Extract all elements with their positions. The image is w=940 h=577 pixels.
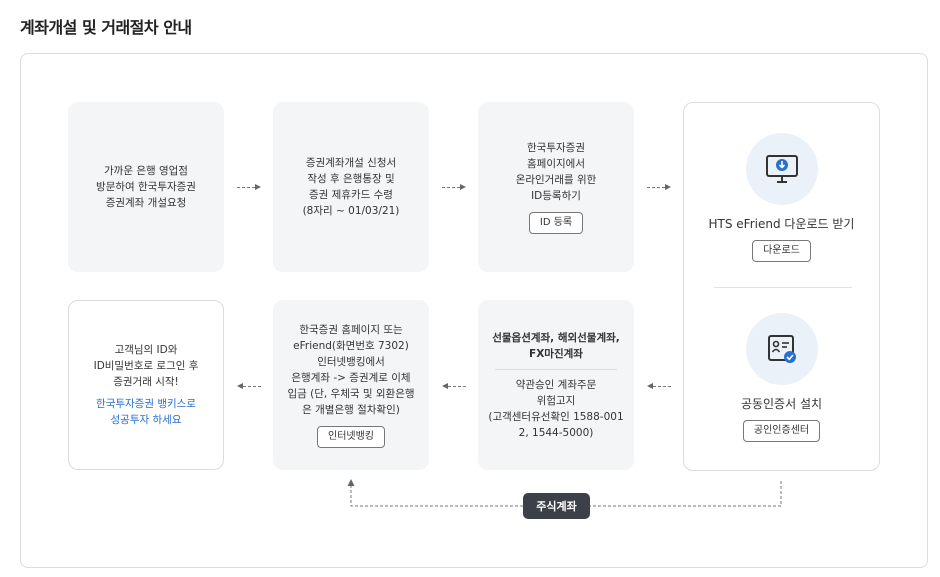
- step7-line: ID비밀번호로 로그인 후: [93, 360, 199, 372]
- step-card-transfer: 한국증권 홈페이지 또는 eFriend(화면번호 7302) 인터넷뱅킹에서 …: [273, 300, 429, 470]
- step6-line: 한국증권 홈페이지 또는: [299, 324, 403, 336]
- step5-title-line: FX마진계좌: [529, 347, 583, 360]
- step6-line: eFriend(화면번호 7302): [293, 340, 409, 352]
- id-register-button[interactable]: ID 등록: [528, 212, 584, 234]
- step2-line: 작성 후 은행통장 및: [307, 173, 395, 185]
- step7-highlight-line: 성공투자 하세요: [110, 414, 182, 426]
- monitor-download-icon: [745, 133, 818, 205]
- step2-line: 증권 제휴카드 수령: [309, 189, 393, 201]
- step2-line: (8자리 ~ 01/03/21): [302, 205, 400, 217]
- cert-center-button[interactable]: 공인인증센터: [742, 420, 821, 442]
- step-card-branch-visit: 가까운 은행 영업점 방문하여 한국투자증권 증권계좌 개설요청: [68, 102, 224, 272]
- arrow-left-icon: [237, 381, 261, 391]
- step7-line: 증권거래 시작!: [113, 376, 179, 388]
- step-card-start-trading: 고객님의 ID와 ID비밀번호로 로그인 후 증권거래 시작! 한국투자증권 뱅…: [68, 300, 224, 470]
- hts-download-title: HTS eFriend 다운로드 받기: [708, 217, 855, 231]
- step-card-application: 증권계좌개설 신청서 작성 후 은행통장 및 증권 제휴카드 수령 (8자리 ~…: [273, 102, 429, 272]
- step2-line: 증권계좌개설 신청서: [305, 157, 397, 169]
- arrow-left-icon: [647, 381, 671, 391]
- step3-line: ID등록하기: [531, 190, 581, 202]
- arrow-right-icon: [237, 182, 261, 192]
- internet-banking-button[interactable]: 인터넷뱅킹: [317, 426, 385, 448]
- page-title: 계좌개설 및 거래절차 안내: [20, 18, 192, 37]
- step1-line: 방문하여 한국투자증권: [96, 181, 196, 193]
- step5-line: 약관승인 계좌주문: [515, 378, 597, 391]
- certificate-icon: [745, 313, 818, 385]
- step-card-id-register: 한국투자증권 홈페이지에서 온라인거래를 위한 ID등록하기 ID 등록: [478, 102, 634, 272]
- step1-line: 가까운 은행 영업점: [104, 165, 188, 177]
- hts-download-button[interactable]: 다운로드: [752, 240, 811, 262]
- hts-divider: [714, 287, 852, 288]
- step7-line: 고객님의 ID와: [114, 344, 178, 356]
- step5-line: 위험고지: [536, 394, 576, 407]
- step6-line: 은 개별은행 절차확인): [302, 404, 400, 416]
- step3-line: 온라인거래를 위한: [515, 174, 597, 186]
- step6-line: 은행계좌 -> 증권계로 이체: [291, 372, 411, 384]
- step-card-futures-account: 선물옵션계좌, 해외선물계좌, FX마진계좌 약관승인 계좌주문 위험고지 (고…: [478, 300, 634, 470]
- cert-section: 공동인증서 설치 공인인증센터: [684, 313, 879, 442]
- step1-line: 증권계좌 개설요청: [105, 197, 187, 209]
- arrow-left-icon: [442, 381, 466, 391]
- step6-line: 입금 (단, 우체국 및 외환은행: [287, 388, 415, 400]
- step5-title-line: 선물옵션계좌, 해외선물계좌,: [492, 331, 620, 344]
- hts-section: HTS eFriend 다운로드 받기 다운로드: [684, 133, 879, 262]
- step3-line: 홈페이지에서: [527, 158, 585, 170]
- step5-line: (고객센터유선확인 1588-001: [488, 410, 624, 423]
- cert-install-title: 공동인증서 설치: [740, 397, 823, 411]
- stock-account-label: 주식계좌: [523, 493, 590, 519]
- arrow-right-icon: [647, 182, 671, 192]
- hts-cert-card: HTS eFriend 다운로드 받기 다운로드 공동인증서 설치 공인인증센터: [683, 102, 880, 471]
- step7-highlight-line: 한국투자증권 뱅키스로: [96, 398, 196, 410]
- step6-line: 인터넷뱅킹에서: [317, 356, 385, 368]
- step3-line: 한국투자증권: [527, 142, 585, 154]
- step5-divider: [495, 368, 617, 370]
- step5-line: 2, 1544-5000): [518, 426, 594, 439]
- arrow-right-icon: [442, 182, 466, 192]
